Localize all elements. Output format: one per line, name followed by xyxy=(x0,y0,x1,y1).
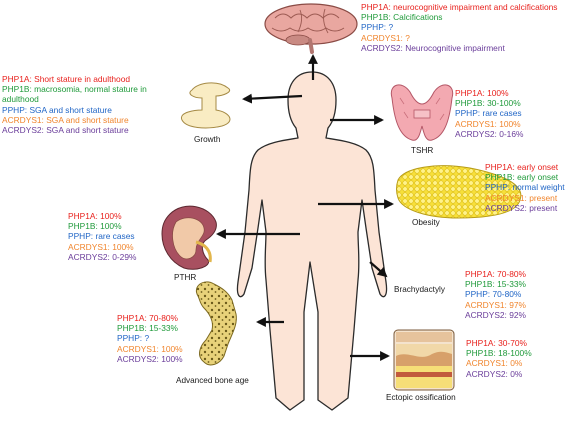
brain-findings: PHP1A: neurocognitive impairment and cal… xyxy=(361,2,576,53)
brachy-acrdys2: ACRDYS2: 92% xyxy=(465,309,526,320)
obesity-caption: Obesity xyxy=(412,218,440,227)
ectopic-findings: PHP1A: 30-70% PHP1B: 18-100% ACRDYS1: 0%… xyxy=(466,338,532,379)
ectopic-php1b: PHP1B: 18-100% xyxy=(466,348,532,359)
brachy-php1b: PHP1B: 15-33% xyxy=(465,279,526,290)
pthr-php1b: PHP1B: 100% xyxy=(68,221,122,232)
tshr-acrdys1: ACRDYS1: 100% xyxy=(455,118,521,129)
brachy-php1a: PHP1A: 70-80% xyxy=(465,269,526,279)
bone-php1a: PHP1A: 70-80% xyxy=(117,313,178,323)
pthr-findings: PHP1A: 100% PHP1B: 100% PPHP: rare cases… xyxy=(68,211,136,262)
brain-acrdys1: ACRDYS1: ? xyxy=(361,32,410,43)
bone-pphp: PPHP: ? xyxy=(117,333,150,344)
pthr-php1a: PHP1A: 100% xyxy=(68,211,122,221)
growth-php1a: PHP1A: Short stature in adulthood xyxy=(2,74,131,84)
ectopic-acrdys1: ACRDYS1: 0% xyxy=(466,358,523,369)
bone-php1b: PHP1B: 15-33% xyxy=(117,323,178,334)
brachydactyly-caption: Brachydactyly xyxy=(394,285,445,294)
bone-acrdys1: ACRDYS1: 100% xyxy=(117,343,183,354)
arrow-to-growth xyxy=(242,93,303,104)
connector-arrows xyxy=(216,54,394,361)
pituitary-gland-icon xyxy=(180,82,231,129)
brain-php1b: PHP1B: Calcifications xyxy=(361,12,443,23)
brain-pphp: PPHP: ? xyxy=(361,22,394,33)
growth-acrdys1: ACRDYS1: SGA and short stature xyxy=(2,114,129,125)
obesity-php1a: PHP1A: early onset xyxy=(485,162,559,172)
tshr-pphp: PPHP: rare cases xyxy=(455,108,522,119)
brain-acrdys2: ACRDYS2: Neurocognitive impairment xyxy=(361,42,505,53)
pthr-acrdys2: ACRDYS2: 0-29% xyxy=(68,251,137,262)
ectopic-caption: Ectopic ossification xyxy=(386,393,456,402)
obesity-acrdys1: ACRDYS1: present xyxy=(485,192,558,203)
obesity-findings: PHP1A: early onset PHP1B: early onset PP… xyxy=(485,162,565,213)
ectopic-php1a: PHP1A: 30-70% xyxy=(466,338,527,348)
growth-pphp: PPHP: SGA and short stature xyxy=(2,104,112,115)
obesity-pphp: PPHP: normal weight xyxy=(485,182,565,193)
bone-age-findings: PHP1A: 70-80% PHP1B: 15-33% PPHP: ? ACRD… xyxy=(117,313,183,364)
arrow-to-brachydactyly xyxy=(369,261,388,278)
tshr-php1a: PHP1A: 100% xyxy=(455,88,509,98)
brachydactyly-findings: PHP1A: 70-80% PHP1B: 15-33% PPHP: 70-80%… xyxy=(465,269,526,320)
brachy-pphp: PPHP: 70-80% xyxy=(465,289,522,300)
growth-acrdys2: ACRDYS2: SGA and short stature xyxy=(2,125,129,136)
kidney-icon xyxy=(161,205,217,270)
bone-acrdys2: ACRDYS2: 100% xyxy=(117,353,183,364)
ectopic-acrdys2: ACRDYS2: 0% xyxy=(466,368,523,379)
skin-cross-section-icon xyxy=(393,329,455,391)
obesity-acrdys2: ACRDYS2: present xyxy=(485,202,558,213)
tshr-caption: TSHR xyxy=(411,146,434,155)
obesity-php1b: PHP1B: early onset xyxy=(485,172,559,183)
pthr-caption: PTHR xyxy=(174,273,197,282)
adipose-tissue-icon xyxy=(396,165,522,219)
tshr-acrdys2: ACRDYS2: 0-16% xyxy=(455,128,524,139)
thyroid-gland-icon xyxy=(390,84,454,141)
growth-caption: Growth xyxy=(194,135,221,144)
brain-icon xyxy=(264,3,358,54)
human-body-silhouette xyxy=(236,71,388,411)
femur-bone-icon xyxy=(196,281,237,366)
pthr-pphp: PPHP: rare cases xyxy=(68,231,135,242)
bone-age-caption: Advanced bone age xyxy=(176,376,249,385)
brachy-acrdys1: ACRDYS1: 97% xyxy=(465,299,526,310)
growth-findings: PHP1A: Short stature in adulthood PHP1B:… xyxy=(2,74,172,135)
pthr-acrdys1: ACRDYS1: 100% xyxy=(68,241,134,252)
brain-php1a: PHP1A: neurocognitive impairment and cal… xyxy=(361,2,558,12)
tshr-findings: PHP1A: 100% PHP1B: 30-100% PPHP: rare ca… xyxy=(455,88,523,139)
tshr-php1b: PHP1B: 30-100% xyxy=(455,98,521,109)
growth-php1b: PHP1B: macrosomia, normal stature in adu… xyxy=(2,84,147,105)
